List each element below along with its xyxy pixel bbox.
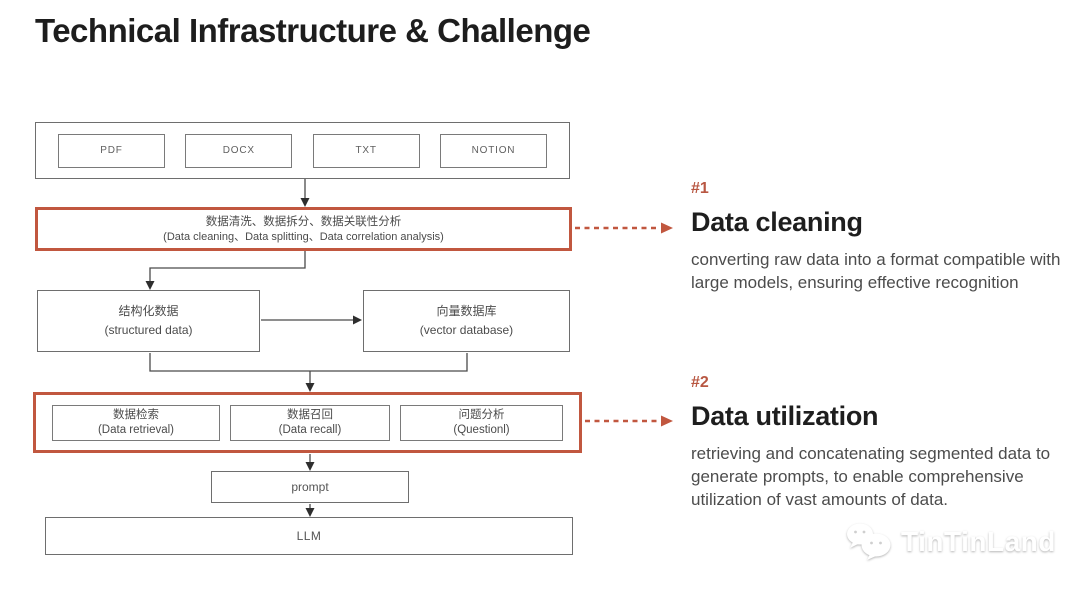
annotation-heading: Data cleaning xyxy=(691,207,863,237)
wechat-icon xyxy=(847,523,891,560)
llm-label: LLM xyxy=(296,529,322,543)
watermark-brand: TinTinLand xyxy=(901,526,1056,557)
data-recall-cn: 数据召回 xyxy=(287,408,333,421)
prompt-label: prompt xyxy=(291,480,329,494)
annotation-body: retrieving and concatenating segmented d… xyxy=(691,444,1051,509)
data-cleaning-box-en: (Data cleaning、Data splitting、Data corre… xyxy=(163,230,444,243)
vector-database-en: (vector database) xyxy=(419,323,514,337)
source-label: NOTION xyxy=(471,145,516,156)
data-recall-box: 数据召回 (Data recall) xyxy=(230,404,390,441)
llm-box: LLM xyxy=(45,517,573,555)
source-box-pdf: PDF xyxy=(58,133,165,168)
source-label: TXT xyxy=(355,145,377,156)
watermark: TinTinLand xyxy=(843,521,1056,563)
annotation-number: #2 xyxy=(691,374,709,391)
annotation-number: #1 xyxy=(691,180,709,197)
data-recall-en: (Data recall) xyxy=(278,423,342,436)
data-cleaning-box: 数据清洗、数据拆分、数据关联性分析 (Data cleaning、Data sp… xyxy=(35,207,572,251)
annotation-data-utilization: #2 Data utilization retrieving and conca… xyxy=(691,374,1069,511)
structured-data-box: 结构化数据 (structured data) xyxy=(37,290,260,352)
vector-database-cn: 向量数据库 xyxy=(436,304,497,318)
data-retrieval-box: 数据检索 (Data retrieval) xyxy=(52,404,220,441)
structured-data-en: (structured data) xyxy=(104,323,193,337)
source-formats-container: PDF DOCX TXT NOTION xyxy=(35,122,570,179)
source-box-docx: DOCX xyxy=(185,133,293,168)
data-utilization-box: 数据检索 (Data retrieval) 数据召回 (Data recall)… xyxy=(33,392,582,453)
page-title: Technical Infrastructure & Challenge xyxy=(35,12,591,49)
question-analysis-box: 问题分析 (Questionl) xyxy=(400,404,563,441)
source-box-notion: NOTION xyxy=(439,133,547,168)
data-retrieval-en: (Data retrieval) xyxy=(97,423,175,436)
data-retrieval-cn: 数据检索 xyxy=(113,408,159,421)
annotation-data-cleaning: #1 Data cleaning converting raw data int… xyxy=(691,180,1069,294)
source-box-txt: TXT xyxy=(312,133,420,168)
question-analysis-en: (Questionl) xyxy=(453,423,510,436)
structured-data-cn: 结构化数据 xyxy=(118,304,179,318)
source-label: DOCX xyxy=(222,145,255,156)
annotation-body: converting raw data into a format compat… xyxy=(691,250,1061,292)
data-cleaning-box-cn: 数据清洗、数据拆分、数据关联性分析 xyxy=(205,215,402,228)
source-label: PDF xyxy=(100,145,123,156)
vector-database-box: 向量数据库 (vector database) xyxy=(363,290,570,352)
prompt-box: prompt xyxy=(211,471,409,503)
question-analysis-cn: 问题分析 xyxy=(458,408,505,421)
annotation-heading: Data utilization xyxy=(691,401,879,431)
